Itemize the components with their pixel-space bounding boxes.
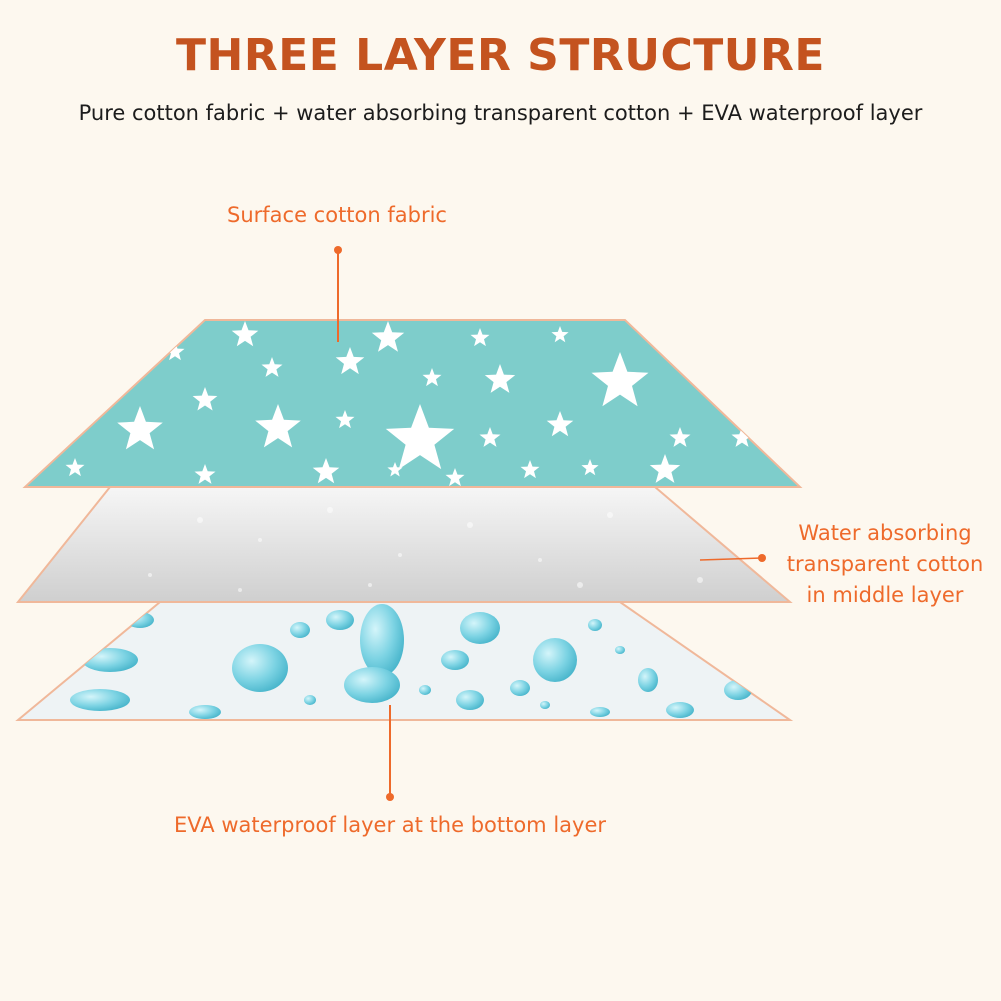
star-pattern: [65, 321, 753, 487]
callout-top: [334, 246, 342, 342]
star-shape: [520, 460, 540, 479]
star-shape: [649, 454, 681, 483]
star-shape: [387, 462, 403, 477]
callout-bottom: [386, 705, 394, 801]
star-shape: [479, 427, 501, 447]
star-shape: [65, 458, 85, 477]
label-eva-layer: EVA waterproof layer at the bottom layer: [173, 813, 607, 837]
page-subtitle: Pure cotton fabric + water absorbing tra…: [78, 101, 923, 125]
star-shape: [371, 321, 405, 352]
top-layer: [22, 319, 803, 488]
star-shape: [581, 459, 599, 476]
page-title: THREE LAYER STRUCTURE: [176, 30, 825, 81]
label-line: in middle layer: [806, 583, 964, 607]
star-shape: [484, 364, 516, 393]
star-shape: [194, 464, 216, 484]
star-shape: [335, 410, 355, 429]
star-shape: [731, 427, 753, 447]
callout-middle: [699, 554, 766, 562]
star-shape: [192, 387, 218, 411]
label-line: Water absorbing: [798, 521, 972, 545]
star-shape: [165, 342, 185, 361]
label-line: transparent cotton: [786, 552, 984, 576]
star-shape: [546, 411, 574, 437]
star-shape: [231, 321, 259, 347]
star-shape: [312, 458, 340, 484]
star-shape: [422, 368, 442, 387]
star-shape: [255, 404, 301, 448]
star-shape: [261, 357, 283, 377]
star-shape: [385, 404, 455, 470]
bottom-layer: [15, 601, 794, 721]
star-shape: [445, 468, 465, 487]
star-shape: [591, 352, 649, 407]
star-shape: [335, 347, 365, 375]
star-shape: [551, 326, 569, 343]
label-surface-cotton: Surface cotton fabric: [227, 203, 447, 227]
star-shape: [117, 406, 163, 450]
star-shape: [669, 427, 691, 447]
label-absorbing-cotton: Water absorbing transparent cotton in mi…: [770, 518, 1000, 611]
star-shape: [470, 328, 490, 347]
middle-layer: [15, 486, 793, 603]
